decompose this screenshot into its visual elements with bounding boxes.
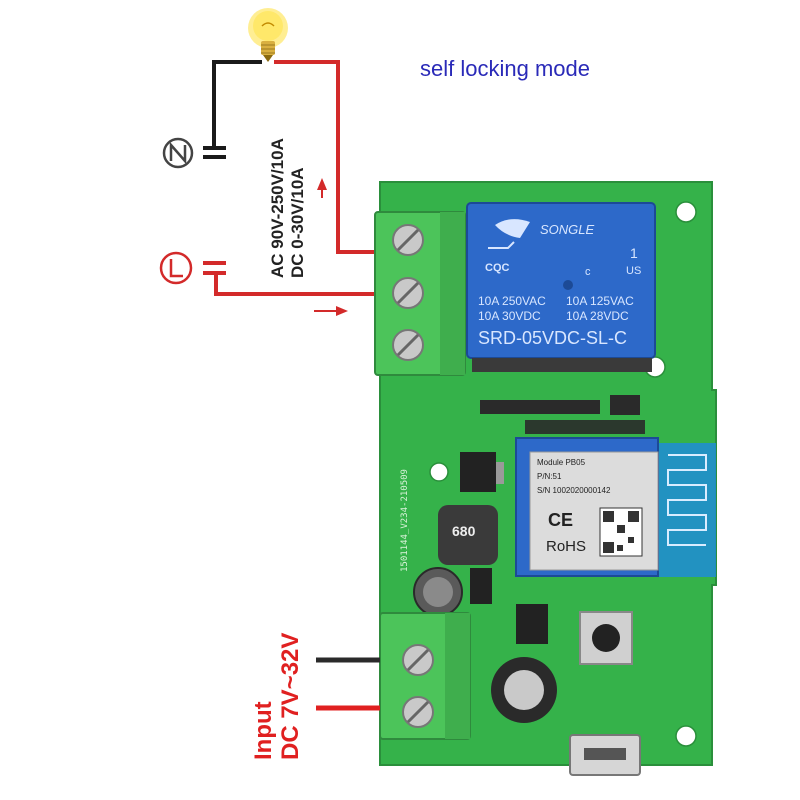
load-rating: AC 90V-250V/10A DC 0-30V/10A <box>268 138 308 278</box>
mode-title: self locking mode <box>420 56 590 81</box>
mount-hole <box>429 462 449 482</box>
bulb-icon <box>248 8 288 62</box>
board-silkscreen: 1501144_V234-210509 <box>400 469 410 572</box>
live-wire <box>203 261 384 316</box>
module-line-1: Module PB05 <box>537 458 586 467</box>
relay-rating-right-1: 10A 125VAC <box>566 294 634 308</box>
inductor-mark: 680 <box>452 523 476 539</box>
relay <box>466 202 656 372</box>
relay-rating-left-1: 10A 250VAC <box>478 294 546 308</box>
load-rating-dc: DC 0-30V/10A <box>288 167 307 278</box>
mount-hole <box>675 725 697 747</box>
input-label-line2: DC 7V~32V <box>277 632 304 760</box>
relay-mark-cqc: CQC <box>485 262 510 274</box>
up-arrow-icon <box>317 178 327 190</box>
songle-logo-icon <box>495 219 530 238</box>
live-terminal-icon <box>159 251 193 285</box>
qr-code-icon <box>599 507 643 557</box>
relay-pin-mark: 1 <box>630 245 638 261</box>
relay-mark-us: US <box>626 265 642 277</box>
wifi-module <box>515 437 659 577</box>
input-wires <box>316 657 380 711</box>
relay-rating-right-2: 10A 28VDC <box>566 309 629 323</box>
load-wire <box>274 60 384 254</box>
neutral-terminal-icon <box>162 137 194 169</box>
components <box>413 395 645 776</box>
relay-rating-left-2: 10A 30VDC <box>478 309 541 323</box>
load-rating-ac: AC 90V-250V/10A <box>268 138 287 278</box>
neutral-wire <box>203 60 262 159</box>
inductor <box>438 505 498 565</box>
module-line-2: P/N:51 <box>537 472 562 481</box>
input-label-line1: Input <box>250 701 277 760</box>
input-terminal-block <box>379 612 471 740</box>
relay-model: SRD-05VDC-SL-C <box>478 328 628 348</box>
module-line-3: S/N 1002020000142 <box>537 486 611 495</box>
mount-hole <box>675 201 697 223</box>
relay-brand: SONGLE <box>540 222 595 237</box>
relay-terminal-block <box>374 211 466 376</box>
relay-mark-c: c <box>585 266 591 278</box>
input-label: Input DC 7V~32V <box>250 633 304 760</box>
module-rohs: RoHS <box>546 538 587 555</box>
right-arrow-icon <box>336 306 348 316</box>
module-ce: CE <box>548 510 574 530</box>
